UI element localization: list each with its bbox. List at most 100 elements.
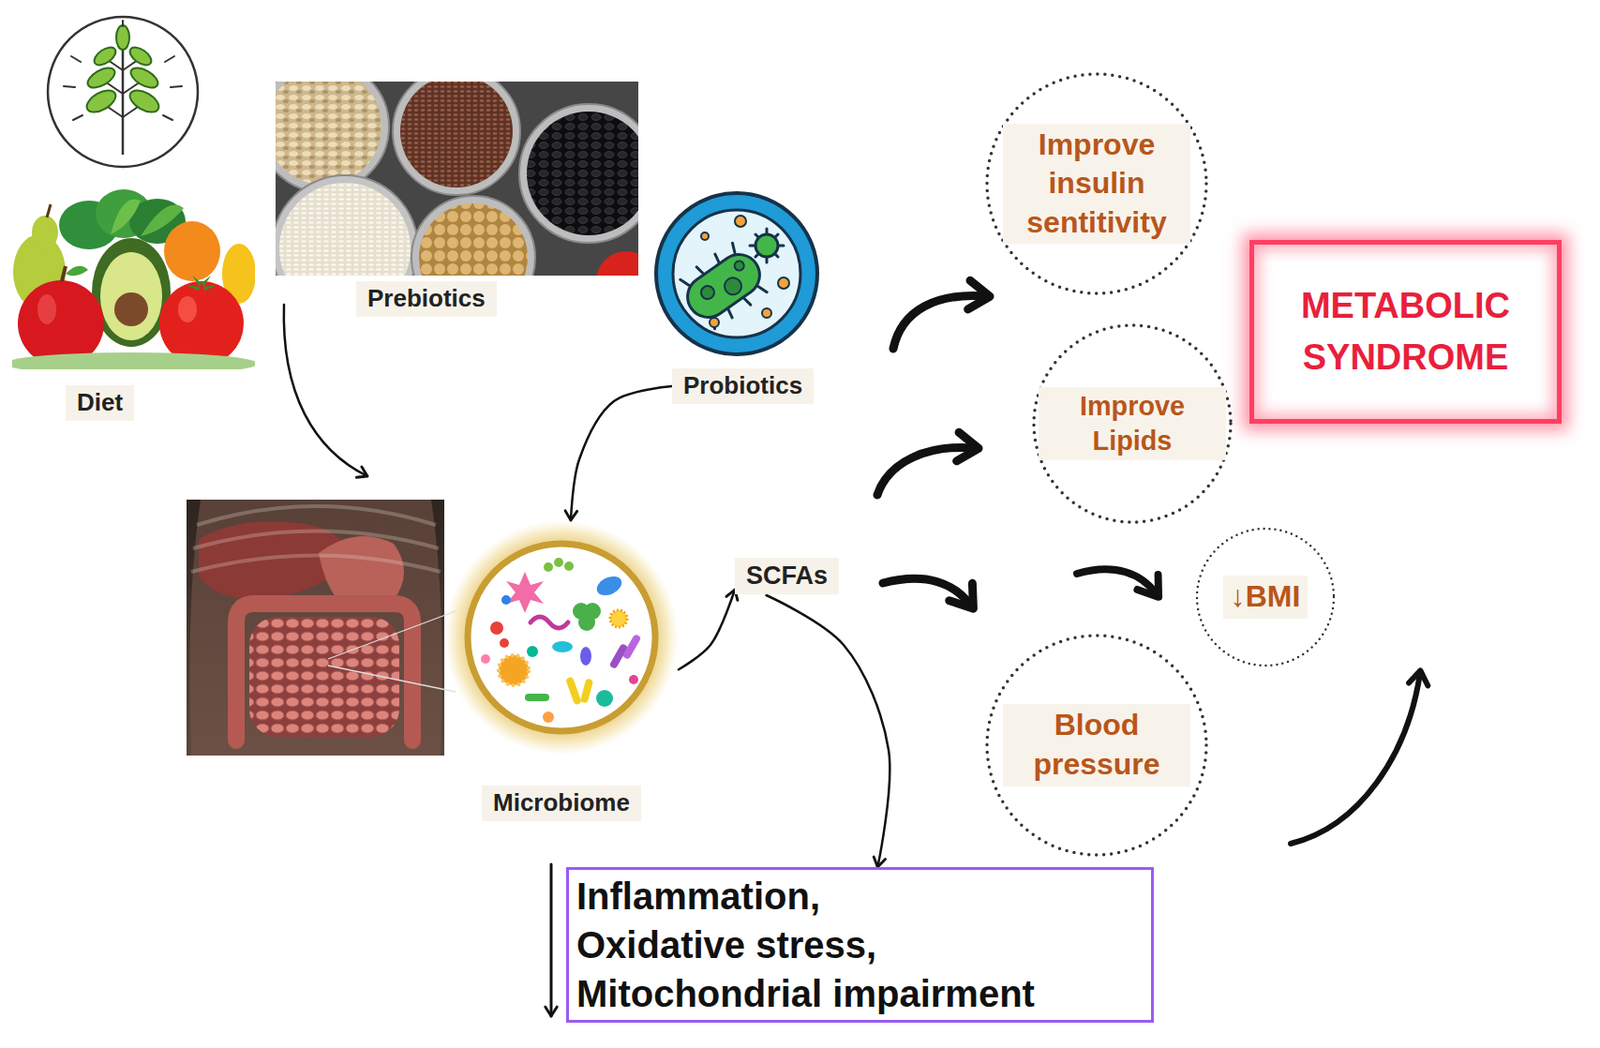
grains-photo-part [279, 182, 411, 276]
grains-photo-part [526, 111, 639, 236]
effect-arrow-part [284, 304, 368, 477]
node-text: Oxidative stress, [576, 920, 1144, 970]
microbiome-illustration-part-part [499, 638, 509, 648]
microbiome-illustration-part-part [564, 561, 574, 571]
microbiome-illustration-part-part [596, 689, 614, 707]
node-text: Improve Lipids [1038, 387, 1227, 462]
fruit-vegetables [12, 189, 255, 370]
plant-icon-part [63, 20, 182, 120]
bacteria-icon [656, 193, 818, 355]
node-text: SCFAs [734, 557, 839, 595]
fruit-vegetables-part [65, 266, 89, 276]
fruit-vegetables-part [159, 281, 244, 366]
grains-photo-part [400, 81, 513, 188]
node-text: Microbiome [481, 785, 642, 822]
fruit-vegetables-part [46, 204, 51, 218]
microbiome-illustration-part-part [490, 621, 504, 635]
plant-icon-part [127, 63, 162, 92]
fruit-vegetables-part [61, 266, 66, 282]
microbiome-illustration-part-part [498, 655, 529, 686]
microbiome-illustration-part-part [580, 677, 594, 703]
bacteria-icon-part [755, 234, 778, 257]
fruit-vegetables-part [164, 221, 221, 282]
dotted-circle-outline [986, 74, 1207, 294]
microbiome-illustration-part-part [524, 693, 550, 702]
fruit-vegetables-part [37, 294, 57, 325]
benefit-circle: Blood pressure [984, 632, 1210, 858]
microbiome-illustration-part-part [480, 654, 491, 664]
plant-icon-part [84, 63, 119, 92]
microbiome-illustration-part-part [594, 572, 626, 599]
zoom-line [328, 611, 456, 692]
node-text: Diet [65, 385, 135, 421]
microbiome-illustration [444, 520, 679, 755]
flow-arrow [678, 589, 735, 670]
plant-icon-part [83, 86, 120, 118]
outcome-box: METABOLIC SYNDROME [1249, 239, 1562, 424]
bacteria-icon-part [656, 193, 818, 355]
gut-anatomy-part [236, 603, 413, 741]
microbiome-illustration-part-part [610, 610, 628, 628]
bacteria-icon-part [709, 317, 719, 328]
grains-photo-part [392, 81, 521, 195]
node-text: METABOLIC SYNDROME [1274, 280, 1538, 384]
plant-icon-part [90, 44, 119, 69]
bacteria-icon-part [672, 209, 801, 338]
plant-icon-part [47, 16, 198, 167]
prebiotics-label: Prebiotics [356, 281, 497, 317]
microbiome-illustration-part-part [526, 645, 539, 658]
node-text: Inflammation, [576, 871, 1144, 921]
bacteria-icon-part [762, 308, 772, 318]
microbiome-illustration-part [467, 543, 656, 732]
microbiome-illustration-part-part [578, 613, 596, 631]
bacteria-icon-part [734, 215, 747, 227]
flow-arrow [766, 595, 891, 868]
plant-icon [47, 16, 198, 167]
microbiome-illustration-part-part [553, 557, 564, 568]
plant-icon-part [116, 25, 130, 50]
microbiome-illustration-part-part [506, 571, 544, 614]
flow-arrow [570, 386, 673, 521]
microbiome-illustration-part-part [530, 616, 569, 629]
fruit-vegetables-part [100, 252, 163, 341]
gut-anatomy-part [186, 499, 445, 756]
fruit-vegetables-part [110, 199, 141, 236]
fruit-vegetables-part [185, 275, 218, 291]
grains-photo-part [596, 251, 639, 276]
microbiome-illustration-part-part [565, 676, 583, 706]
probiotics-label: Probiotics [672, 368, 815, 404]
grains-photo-part [418, 203, 528, 276]
effect-arrow-part [1076, 568, 1157, 595]
effect-arrow-part [1290, 672, 1421, 844]
microbiome-illustration-part-part [622, 633, 643, 660]
effect-arrow-part [893, 295, 987, 349]
node-text: Improve insulin sentitivity [1002, 123, 1191, 245]
gut-anatomy [186, 499, 445, 756]
bacteria-icon-part-part [720, 274, 745, 299]
microbiome-illustration-part [444, 520, 679, 755]
grains-photo-part [411, 195, 536, 276]
grains-photo-part [275, 175, 419, 276]
microbiome-illustration-part-part [580, 646, 592, 666]
microbiome-illustration-part-part [501, 595, 511, 605]
node-text: Prebiotics [356, 281, 497, 317]
benefit-circle: Improve insulin sentitivity [984, 71, 1210, 297]
microbiome-group: Microbiome [444, 520, 679, 825]
dotted-circle-outline [1196, 528, 1334, 666]
effect-arrow-part [877, 447, 975, 495]
plant-icon-part [126, 44, 154, 69]
gut-anatomy-part [189, 499, 442, 756]
fruit-vegetables-part [12, 352, 255, 370]
fruit-vegetables-part [31, 215, 59, 250]
plant-icon-part [121, 41, 125, 155]
bacteria-icon-part-part [698, 283, 717, 301]
effect-arrow-part [882, 578, 972, 606]
node-text: ↓BMI [1223, 575, 1309, 619]
grains-photo-part [519, 104, 639, 243]
microbiome-illustration-part-part [543, 562, 554, 572]
fruit-vegetables-part [91, 238, 171, 347]
bacteria-icon-part-part [732, 259, 747, 273]
bacteria-icon-part [777, 277, 790, 289]
fruit-vegetables-part [114, 292, 149, 327]
effects-box: Inflammation,Oxidative stress,Mitochondr… [566, 867, 1154, 1023]
